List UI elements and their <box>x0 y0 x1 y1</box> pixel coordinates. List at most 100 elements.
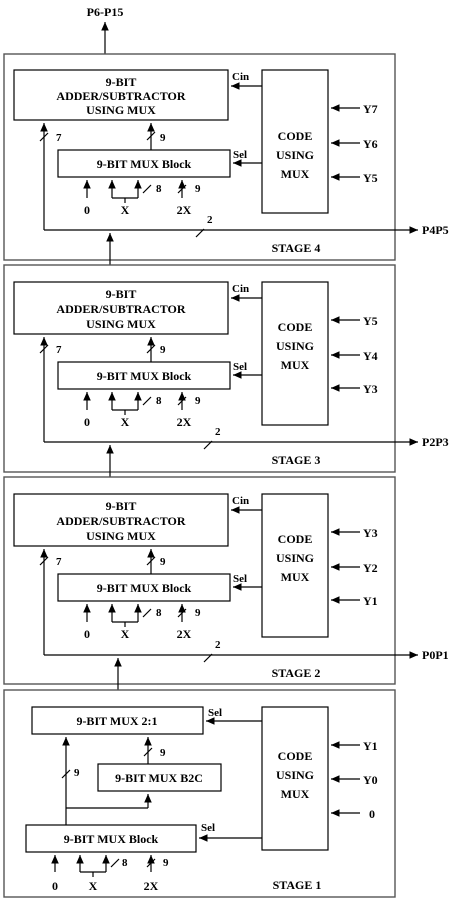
sel-label: Sel <box>201 822 215 834</box>
code-using-mux-block <box>261 69 329 214</box>
mux-input-label: 2X <box>177 415 192 429</box>
y-input-label: Y3 <box>363 382 378 396</box>
bus-slash <box>203 440 213 450</box>
bus-width-label: 7 <box>56 132 62 144</box>
y-input-label: Y3 <box>363 526 378 540</box>
stage-2: 9-BIT ADDER/SUBTRACTOR USING MUX CODE US… <box>3 476 449 685</box>
code-label-line2: USING <box>276 339 314 353</box>
bus-slash <box>146 344 156 354</box>
sel-label: Sel <box>233 361 247 373</box>
adder-label-line2: ADDER/SUBTRACTOR <box>56 302 185 316</box>
mux-input-label: 0 <box>52 879 58 893</box>
bus-slash <box>146 131 156 141</box>
output-label: P0P1 <box>422 648 449 662</box>
stage-4: 9-BIT ADDER/SUBTRACTOR USING MUX CODE US… <box>3 53 449 261</box>
bus-width-label: 9 <box>195 183 201 195</box>
adder-subtractor-block <box>13 281 229 335</box>
output-label: P2P3 <box>422 435 449 449</box>
bus-width-label: 9 <box>195 395 201 407</box>
bus-width-label: 9 <box>160 747 166 759</box>
y-input-label: Y5 <box>363 171 378 185</box>
sel-label: Sel <box>208 707 222 719</box>
code-label-line3: MUX <box>281 358 310 372</box>
mux-block-label: 9-BIT MUX Block <box>97 369 192 383</box>
bus-width-label: 7 <box>56 556 62 568</box>
stage-label: STAGE 3 <box>272 453 321 467</box>
bus-slash <box>177 608 187 618</box>
code-label-line1: CODE <box>278 532 313 546</box>
y-input-label: Y0 <box>363 773 378 787</box>
mux-input-label: X <box>121 627 130 641</box>
bus-width-label: 9 <box>160 344 166 356</box>
mux-b2c-label: 9-BIT MUX B2C <box>115 771 203 785</box>
bus-width-label: 9 <box>195 607 201 619</box>
mux-b2c-block <box>97 763 222 792</box>
mux-block-label: 9-BIT MUX Block <box>97 157 192 171</box>
mux-input-label: 2X <box>177 627 192 641</box>
bus-width-label: 8 <box>122 857 128 869</box>
mux-input-label: X <box>89 879 98 893</box>
bus-slash <box>177 184 187 194</box>
code-using-mux-block <box>261 281 329 426</box>
adder-subtractor-block <box>13 69 229 121</box>
stage-label: STAGE 4 <box>272 241 321 255</box>
y-input-label: 0 <box>369 807 375 821</box>
sel-label: Sel <box>233 149 247 161</box>
bus-width-label: 2 <box>215 426 221 438</box>
mux-input-label: 2X <box>177 203 192 217</box>
code-label-line1: CODE <box>278 320 313 334</box>
cin-label: Cin <box>232 495 249 507</box>
mux-input-label: X <box>121 203 130 217</box>
bus-width-label: 2 <box>215 639 221 651</box>
code-using-mux-block <box>261 706 329 851</box>
adder-subtractor-block <box>13 493 229 547</box>
y-input-label: Y2 <box>363 561 378 575</box>
bus-width-label: 9 <box>160 132 166 144</box>
sel-label: Sel <box>233 573 247 585</box>
cin-label: Cin <box>232 283 249 295</box>
bus-slash <box>61 769 71 779</box>
adder-label-line2: ADDER/SUBTRACTOR <box>56 89 185 103</box>
bus-width-label: 9 <box>74 767 80 779</box>
adder-label-line3: USING MUX <box>86 103 156 117</box>
y-input-label: Y1 <box>363 594 378 608</box>
adder-label-line1: 9-BIT <box>106 499 137 513</box>
y-input-label: Y4 <box>363 349 378 363</box>
top-output-label: P6-P15 <box>87 5 124 19</box>
mux-input-label: X <box>121 415 130 429</box>
code-label-line3: MUX <box>281 167 310 181</box>
y-input-label: Y7 <box>363 102 378 116</box>
y-input-label: Y5 <box>363 314 378 328</box>
mux-input-label: 0 <box>84 627 90 641</box>
mux-input-label: 0 <box>84 203 90 217</box>
adder-label-line2: ADDER/SUBTRACTOR <box>56 514 185 528</box>
mux-block-label: 9-BIT MUX Block <box>97 581 192 595</box>
y-input-label: Y6 <box>363 137 378 151</box>
bus-width-label: 9 <box>160 556 166 568</box>
bus-slash <box>143 747 153 757</box>
bus-width-label: 2 <box>207 214 213 226</box>
bus-width-label: 7 <box>56 344 62 356</box>
adder-label-line3: USING MUX <box>86 317 156 331</box>
bus-slash <box>39 132 49 142</box>
stage-label: STAGE 2 <box>272 666 321 680</box>
code-label-line3: MUX <box>281 787 310 801</box>
mux-2-1-label: 9-BIT MUX 2:1 <box>76 714 157 728</box>
code-label-line2: USING <box>276 148 314 162</box>
bus-slash <box>146 858 156 868</box>
mux-input-label: 0 <box>84 415 90 429</box>
bus-slash <box>146 556 156 566</box>
cin-label: Cin <box>232 71 249 83</box>
adder-label-line3: USING MUX <box>86 529 156 543</box>
bus-slash <box>177 396 187 406</box>
bus-slash <box>142 396 152 406</box>
code-using-mux-block <box>261 493 329 638</box>
mux-block <box>57 573 231 602</box>
adder-label-line1: 9-BIT <box>106 287 137 301</box>
mux-block <box>57 361 231 390</box>
code-label-line1: CODE <box>278 129 313 143</box>
bus-slash <box>110 858 120 868</box>
output-label: P4P5 <box>422 223 449 237</box>
mux-block <box>25 824 197 853</box>
